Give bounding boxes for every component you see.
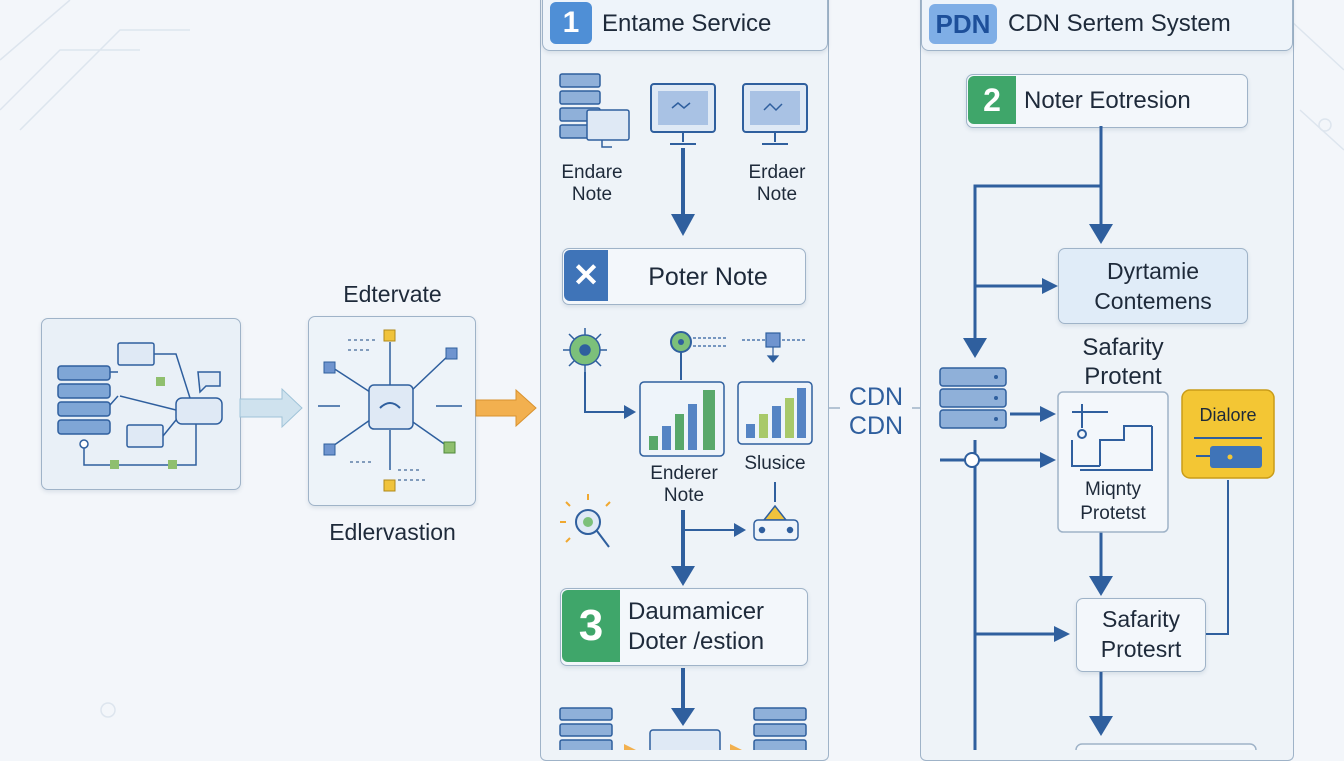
monitor-icon-1 — [650, 83, 716, 145]
bottom-partial-box — [1075, 743, 1257, 750]
safarity-protesrt-label: Safarity Protesrt — [1078, 605, 1204, 665]
server-stack-icon — [57, 365, 111, 435]
safarity-top-line2: Protent — [1084, 362, 1162, 390]
safarity-top-line1: Safarity — [1082, 334, 1164, 361]
cdn-line1: CDN — [848, 383, 904, 411]
endare-note-line1: Endare — [561, 162, 623, 183]
mignty-line1: Miqnty — [1085, 479, 1141, 500]
monitor-icon-2 — [742, 83, 808, 145]
safarity-bottom-line1: Safarity — [1102, 606, 1180, 632]
daumamicer-label: Daumamicer Doter /estion — [628, 597, 804, 657]
mignty-protect-label: Miqnty Protetst — [1060, 478, 1166, 526]
entame-service-title: Entame Service — [602, 10, 772, 37]
noter-eotresion-label: Noter Eotresion — [1024, 87, 1191, 114]
cdn-system-title: CDN Sertem System — [1008, 10, 1231, 37]
poter-note-label: Poter Note — [648, 263, 768, 291]
pdn-logo: PDN — [929, 4, 997, 44]
enderer-note-line1: Enderer — [650, 463, 718, 484]
node-circle-icon — [670, 331, 726, 380]
erdaer-note-label: Erdaer Note — [735, 162, 819, 206]
safarity-protent-label: Safarity Protent — [1050, 334, 1196, 392]
component-icon — [742, 332, 806, 363]
cdn-label: CDN CDN — [838, 383, 914, 441]
enderer-note-line2: Note — [663, 484, 705, 506]
safarity-bottom-line2: Protesrt — [1100, 635, 1182, 662]
junction-node — [964, 452, 980, 468]
endare-note-label: Endare Note — [550, 162, 634, 206]
cdn-line2: CDN — [848, 411, 904, 440]
search-icon — [560, 494, 611, 548]
router-icon — [753, 482, 799, 541]
server-stack-icon-right — [939, 367, 1007, 429]
step-badge-2: 2 — [968, 76, 1016, 124]
erdaer-note-line2: Note — [756, 183, 798, 205]
daumamicer-line2: Doter /estion — [628, 628, 765, 655]
dyrtamie-line1: Dyrtamie — [1106, 258, 1199, 284]
step-badge-1: 1 — [550, 2, 592, 44]
circuit-icon — [1071, 404, 1153, 471]
edtervate-title: Edtervate — [343, 281, 442, 307]
enderer-note-label: Enderer Note — [630, 463, 738, 507]
bottom-server-icons — [559, 707, 807, 750]
dyrtamie-line2: Contemens — [1094, 287, 1212, 314]
endare-note-line2: Note — [571, 183, 613, 205]
virus-icon — [563, 328, 607, 372]
edlervastion-caption: Edlervastion — [329, 519, 456, 545]
dyrtamie-contemens-box — [1058, 248, 1248, 324]
step-badge-3: 3 — [562, 590, 620, 662]
safarity-protesrt-box — [1076, 598, 1206, 672]
server-monitor-icon — [559, 73, 630, 148]
daumamicer-line1: Daumamicer — [628, 598, 765, 625]
slusice-bars — [746, 388, 806, 438]
erdaer-note-line1: Erdaer — [748, 162, 806, 183]
dialore-label: Dialore — [1199, 405, 1257, 425]
tools-icon: ✕ — [564, 250, 608, 301]
enderer-bars — [649, 390, 715, 450]
dialore-device-icon — [1210, 446, 1262, 468]
mignty-line2: Protetst — [1080, 502, 1146, 524]
slusice-label: Slusice — [744, 453, 806, 474]
dyrtamie-contemens-label: Dyrtamie Contemens — [1060, 257, 1246, 317]
